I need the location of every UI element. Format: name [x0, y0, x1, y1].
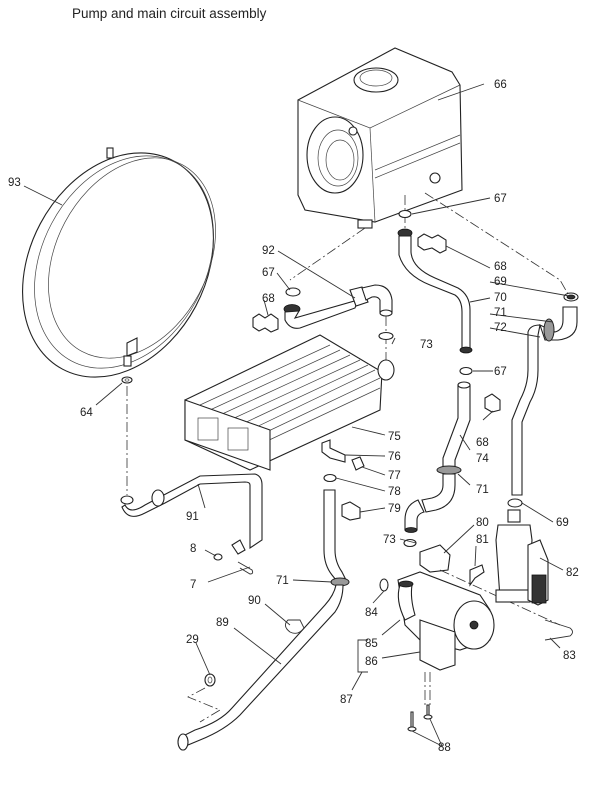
- pipe-72: [511, 306, 578, 496]
- pipe-lower-left: [323, 489, 350, 587]
- label-76: 76: [388, 451, 401, 463]
- label-67: 67: [494, 193, 507, 205]
- washer-64: [121, 376, 133, 384]
- label-71: 71: [476, 484, 489, 496]
- pipe-70: [397, 228, 473, 354]
- clip-79: [341, 501, 361, 521]
- o-ring-73-upper: [378, 331, 394, 341]
- u-clip-83: [544, 619, 573, 641]
- hose-clip-69-lower: [507, 498, 523, 508]
- part-labels: 66 67 68 69 70 71 72 92 67 68 73 93 64 6…: [8, 79, 579, 754]
- label-73: 73: [420, 339, 433, 351]
- label-79: 79: [388, 503, 401, 515]
- leader-lines: [23, 83, 576, 747]
- pipe-89: [177, 584, 344, 751]
- label-90: 90: [248, 595, 261, 607]
- label-78: 78: [388, 486, 401, 498]
- label-29: 29: [186, 634, 199, 646]
- air-separator-housing: [297, 47, 463, 229]
- label-68: 68: [476, 437, 489, 449]
- label-85: 85: [365, 638, 378, 650]
- label-83: 83: [563, 650, 576, 662]
- hose-clip-69-upper: [563, 292, 579, 302]
- label-84: 84: [365, 607, 378, 619]
- clip-7: [237, 561, 254, 575]
- label-87: 87: [340, 694, 353, 706]
- label-80: 80: [476, 517, 489, 529]
- expansion-vessel: [22, 147, 216, 378]
- pipe-92: [283, 284, 393, 329]
- label-75: 75: [388, 431, 401, 443]
- pipe-74: [404, 381, 471, 533]
- label-88: 88: [438, 742, 451, 754]
- clip-90: [285, 619, 305, 634]
- clip-68-mid: [484, 393, 501, 413]
- o-ring-78: [323, 473, 337, 483]
- sensor-77: [351, 456, 365, 471]
- label-70: 70: [494, 292, 507, 304]
- label-82: 82: [566, 567, 579, 579]
- valve-assembly: [495, 509, 549, 606]
- label-92: 92: [262, 245, 275, 257]
- label-67: 67: [494, 366, 507, 378]
- washer-8: [213, 553, 223, 561]
- pump-assembly: [397, 544, 495, 671]
- o-ring-67-upper: [398, 209, 412, 219]
- label-66: 66: [494, 79, 507, 91]
- label-86: 86: [365, 656, 378, 668]
- pipe-91: [120, 473, 263, 555]
- group-bracket-87: [357, 639, 368, 673]
- label-64: 64: [80, 407, 93, 419]
- clip-81: [469, 564, 485, 587]
- o-ring-84: [379, 578, 389, 592]
- label-71: 71: [276, 575, 289, 587]
- label-67: 67: [262, 267, 275, 279]
- label-93: 93: [8, 177, 21, 189]
- label-69: 69: [494, 276, 507, 288]
- bracket-76: [321, 439, 346, 463]
- label-91: 91: [186, 511, 199, 523]
- washer-29: [204, 673, 216, 687]
- label-81: 81: [476, 534, 489, 546]
- label-68: 68: [494, 261, 507, 273]
- clip-68-upper: [417, 233, 447, 254]
- o-ring-67-mid: [459, 366, 473, 376]
- label-89: 89: [216, 617, 229, 629]
- heat-exchanger: [184, 334, 395, 471]
- label-8: 8: [190, 543, 196, 555]
- o-ring-67-left: [285, 287, 301, 297]
- label-68: 68: [262, 293, 275, 305]
- diagram-title: Pump and main circuit assembly: [72, 6, 267, 21]
- label-73: 73: [383, 534, 396, 546]
- label-7: 7: [190, 579, 196, 591]
- label-71: 71: [494, 307, 507, 319]
- clip-68-left: [252, 313, 279, 333]
- label-69: 69: [556, 517, 569, 529]
- label-77: 77: [388, 470, 401, 482]
- label-72: 72: [494, 322, 507, 334]
- screws-88: [407, 704, 433, 732]
- label-74: 74: [476, 453, 489, 465]
